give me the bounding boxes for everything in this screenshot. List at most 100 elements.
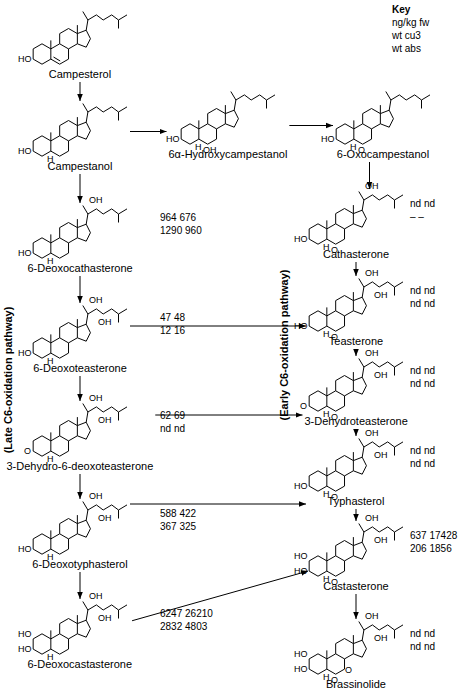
- reaction-arrow: [130, 131, 167, 132]
- atom-label: HO: [294, 321, 308, 331]
- key-text: ng/kg fw: [392, 17, 429, 29]
- compound-node: 6-Deoxocathasterone: [28, 204, 133, 275]
- atom-label: OH: [98, 317, 112, 327]
- atom-label: H: [323, 409, 330, 419]
- pathway-label: (Early C6-oxidation pathway): [278, 270, 290, 421]
- atom-label: OH: [98, 415, 112, 425]
- atom-label: H: [47, 154, 54, 164]
- atom-label: OH: [203, 145, 217, 155]
- reaction-arrow: [80, 174, 81, 203]
- compound-name: Castasterone: [308, 580, 404, 593]
- reaction-arrow: [80, 572, 81, 599]
- concentration-value: nd nd: [410, 628, 435, 640]
- concentration-value: nd nd: [410, 285, 435, 297]
- steroid-structure: [33, 306, 127, 359]
- concentration-value: 62 69: [160, 410, 185, 422]
- atom-label: OH: [89, 195, 103, 205]
- atom-label: H: [47, 454, 54, 464]
- compound-node: Typhasterol: [308, 437, 404, 508]
- atom-label: HO: [294, 551, 308, 561]
- atom-label: H: [323, 329, 330, 339]
- atom-label: H: [47, 552, 54, 562]
- reaction-arrow: [80, 82, 81, 101]
- concentration-value: 206 1856: [410, 543, 452, 555]
- compound-name: 6-Oxocampestanol: [335, 148, 431, 161]
- concentration-value: – –: [410, 211, 424, 223]
- concentration-value: nd nd: [410, 445, 435, 457]
- compound-name: Campestanol: [32, 160, 128, 173]
- atom-label: HO: [18, 146, 32, 156]
- atom-label: O: [331, 412, 338, 422]
- steroid-structure: [33, 502, 127, 555]
- concentration-value: 964 676: [160, 212, 196, 224]
- compound-node: Teasterone: [308, 277, 404, 348]
- atom-label: HO: [18, 348, 32, 358]
- atom-label: OH: [365, 348, 379, 358]
- compound-name: Campesterol: [32, 68, 128, 81]
- atom-label: O: [331, 245, 338, 255]
- compound-node: Brassinolide: [308, 620, 404, 691]
- atom-label: OH: [98, 613, 112, 623]
- compound-name: 6-Deoxoteasterone: [32, 362, 128, 375]
- concentration-value: nd nd: [410, 198, 435, 210]
- atom-label: HO: [294, 664, 308, 674]
- reaction-arrow: [356, 509, 357, 521]
- concentration-value: 12 16: [160, 325, 185, 337]
- steroid-structure: [336, 92, 430, 145]
- concentration-value: 47 48: [160, 312, 185, 324]
- steroid-structure: [33, 404, 127, 457]
- pathway-label: (Late C6-oxidation pathway): [2, 307, 14, 454]
- atom-label: H: [323, 489, 330, 499]
- atom-label: HO: [18, 629, 32, 639]
- atom-label: H: [323, 242, 330, 252]
- compound-node: 6-Oxocampestanol: [335, 90, 431, 161]
- atom-label: H: [47, 652, 54, 662]
- compound-node: 6-Deoxotyphasterol: [32, 500, 128, 571]
- atom-label: O: [331, 332, 338, 342]
- concentration-value: nd nd: [410, 365, 435, 377]
- key-text: wt abs: [392, 43, 421, 55]
- concentration-value: nd nd: [160, 423, 185, 435]
- atom-label: HO: [321, 134, 335, 144]
- steroid-structure: [309, 359, 403, 412]
- reaction-arrow: [80, 376, 81, 401]
- atom-label: O: [331, 577, 338, 587]
- compound-node: 6α-Hydroxycampestanol: [169, 90, 288, 161]
- atom-label: H: [323, 574, 330, 584]
- key-heading: Key: [392, 4, 410, 16]
- atom-label: O: [345, 665, 352, 675]
- steroid-structure: [33, 11, 127, 64]
- atom-label: OH: [98, 513, 112, 523]
- atom-label: HO: [294, 481, 308, 491]
- atom-label: OH: [89, 591, 103, 601]
- atom-label: HO: [18, 544, 32, 554]
- reaction-arrow: [80, 276, 81, 303]
- atom-label: HO: [18, 54, 32, 64]
- atom-label: OH: [365, 611, 379, 621]
- compound-name: 3-Dehydroteasterone: [305, 415, 408, 428]
- atom-label: OH: [89, 393, 103, 403]
- compound-name: Typhasterol: [308, 495, 404, 508]
- compound-node: Cathasterone: [308, 190, 404, 261]
- atom-label: H: [195, 142, 202, 152]
- key-text: wt cu3: [392, 30, 421, 42]
- atom-label: H: [323, 672, 330, 682]
- steroid-structure: [309, 192, 403, 245]
- atom-label: OH: [374, 370, 388, 380]
- compound-name: 6-Deoxotyphasterol: [32, 558, 128, 571]
- reaction-arrow: [356, 429, 357, 436]
- atom-label: O: [300, 401, 307, 411]
- reaction-arrow: [130, 504, 306, 505]
- reaction-arrow: [356, 349, 357, 356]
- concentration-value: 6247 26210: [160, 608, 213, 620]
- compound-name: 6-Deoxocastasterone: [28, 658, 133, 671]
- atom-label: O: [331, 675, 338, 685]
- compound-name: Brassinolide: [308, 678, 404, 691]
- atom-label: OH: [374, 290, 388, 300]
- compound-name: Teasterone: [308, 335, 404, 348]
- reaction-arrow: [356, 594, 357, 619]
- atom-label: O: [358, 145, 365, 155]
- steroid-structure: [309, 524, 403, 577]
- concentration-value: nd nd: [410, 458, 435, 470]
